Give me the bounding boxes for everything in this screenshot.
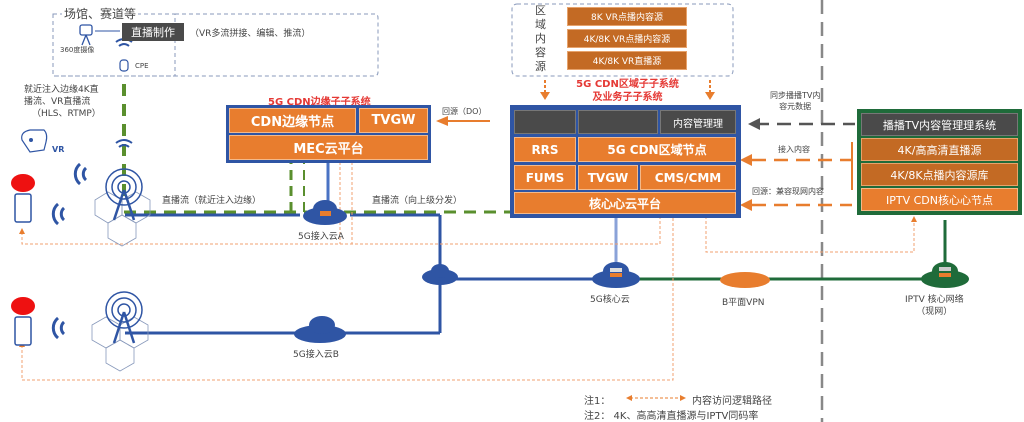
camera-icon: [79, 24, 93, 46]
dark-placeholder: [514, 110, 576, 134]
mec-platform: MEC云平台: [229, 135, 428, 160]
regional-tvgw: TVGW: [578, 165, 638, 190]
regional-subsystem-title: 5G CDN区域子子系统 及业务子子系统: [576, 79, 679, 103]
arrow-left-icon: [740, 154, 752, 166]
edge-tvgw: TVGW: [359, 108, 428, 133]
arrow-left-icon: [436, 116, 448, 126]
b-plane-vpn-label: B平面VPN: [722, 298, 765, 308]
edge-subsystem-title: 5G CDN边缘子子系统: [268, 97, 371, 108]
access-cloud-b-icon: [294, 316, 346, 343]
red-dot-icon: [11, 174, 35, 192]
content-access-paths: [21, 162, 915, 381]
cell-tower-icon: [94, 168, 151, 247]
live-stream-up-label: 直播流（向上级分发）: [372, 196, 463, 206]
note1-prefix: 注1：: [584, 396, 611, 407]
core-cloud-label: 5G核心云: [590, 295, 630, 305]
access-cloud-a-label: 5G接入云A: [298, 232, 344, 242]
arrow-down-icon: [540, 92, 550, 100]
production-box: 直播制作: [122, 23, 184, 41]
venue-box: [53, 13, 379, 77]
regional-cdn-node: 5G CDN区域节点: [578, 137, 736, 162]
live-stream-edge-label: 直播流（就近注入边缘）: [162, 196, 262, 206]
content-source-4k8k-vod: 4K/8K VR点播内容源: [567, 29, 687, 48]
iptv-system-box: 播播TV内容管理理系统 4K/高高清直播源 4K/8K点播内容源库 IPTV C…: [857, 109, 1022, 215]
content-source-8k-vod: 8K VR点播内容源: [567, 7, 687, 26]
content-management: 内容管理理: [660, 110, 736, 134]
back-compat-label: 回源：兼容现网内容: [752, 187, 824, 196]
hd-live-source: 4K/高高清直播源: [861, 138, 1018, 161]
cpe-icon: [119, 59, 129, 72]
red-dot-icon: [11, 297, 35, 315]
iptv-cdn-core-node: IPTV CDN核心心节点: [861, 188, 1018, 211]
rrs: RRS: [514, 137, 576, 162]
access-cloud-b-label: 5G接入云B: [293, 350, 339, 360]
phone-icon: [14, 193, 32, 223]
regional-content-label: 区 域 内 容 源: [535, 4, 546, 73]
cms-cmm: CMS/CMM: [640, 165, 736, 190]
regional-content-box: [511, 3, 734, 77]
note1-text: 内容访问逻辑路径: [692, 396, 772, 407]
vod-content-library: 4K/8K点播内容源库: [861, 163, 1018, 186]
cdn-edge-node: CDN边缘节点: [229, 108, 356, 133]
fums: FUMS: [514, 165, 576, 190]
content-source-4k8k-live: 4K/8K VR直播源: [567, 51, 687, 70]
vr-headset-icon: [21, 129, 48, 153]
camera-label: 360度摄像: [60, 46, 95, 54]
arrow-left-icon: [748, 118, 760, 130]
edge-inject-note: 就近注入边缘4K直 播流、VR直播流 （HLS、RTMP）: [24, 85, 101, 119]
regional-subsystem-box: 内容管理理 RRS 5G CDN区域节点 FUMS TVGW CMS/CMM 核…: [510, 105, 741, 218]
edge-subsystem-box: CDN边缘节点 TVGW MEC云平台: [226, 105, 431, 163]
cell-tower-icon: [91, 291, 149, 372]
vr-label: VR: [52, 145, 65, 154]
dark-placeholder: [578, 110, 658, 134]
cpe-label: CPE: [135, 62, 149, 70]
arrow-left-icon: [740, 199, 752, 211]
iptv-content-mgmt: 播播TV内容管理理系统: [861, 113, 1018, 136]
core-cloud-platform: 核心心云平台: [514, 192, 736, 214]
access-content-label: 接入内容: [778, 145, 810, 154]
back-to-source-label: 回源（DO）: [442, 107, 487, 116]
arrow-down-icon: [705, 92, 715, 100]
hub-cloud-icon: [422, 264, 458, 285]
sync-metadata-label: 同步播播TV内 容元数据: [770, 91, 821, 111]
b-plane-vpn-icon: [720, 272, 770, 288]
wireless-signal-icon: [51, 162, 88, 340]
phone-icon: [14, 316, 32, 346]
note2: 注2： 4K、高高清直播源与IPTV同码率: [584, 411, 759, 422]
production-note: （VR多流拼接、编辑、推流）: [190, 29, 311, 39]
venue-title: 场馆、赛道等: [62, 5, 139, 22]
iptv-core-network-label: IPTV 核心网络 （现网）: [905, 295, 964, 317]
